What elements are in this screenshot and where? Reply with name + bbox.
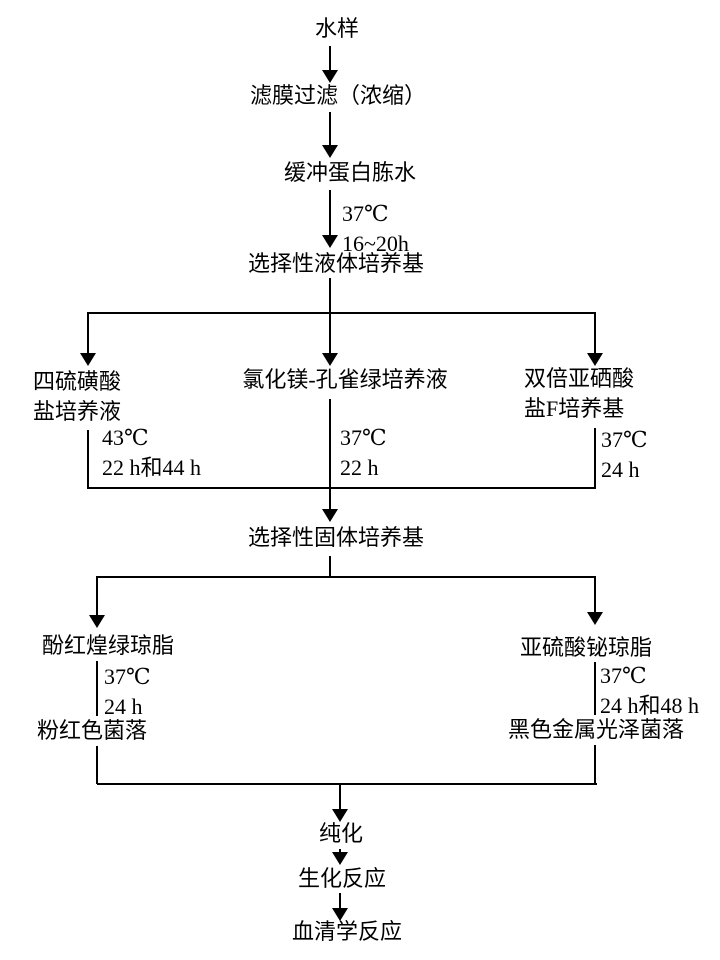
connector-line <box>97 576 596 578</box>
connector-line <box>87 312 89 353</box>
duration-label: 22 h和44 h <box>102 455 202 480</box>
connector-line <box>594 576 596 613</box>
tetrathionate-incubation-conditions: 43℃ 22 h和44 h <box>102 423 201 483</box>
node-membrane-filtration: 滤膜过滤（浓缩） <box>249 83 427 108</box>
arrow-down-icon <box>322 353 338 366</box>
node-serological-reaction: 血清学反应 <box>291 919 403 944</box>
connector-line <box>339 893 341 909</box>
bpw-incubation-conditions: 37℃ 16~20h <box>342 199 409 259</box>
connector-line <box>329 46 331 70</box>
connector-line <box>329 556 331 578</box>
connector-line <box>87 430 89 489</box>
bismuth-agar-incubation-conditions: 37℃ 24 h和48 h <box>600 661 699 721</box>
arrow-down-icon <box>80 353 96 366</box>
arrow-down-icon <box>332 809 348 822</box>
duration-label: 16~20h <box>342 231 409 256</box>
duration-label: 24 h <box>104 694 143 719</box>
arrow-down-icon <box>322 235 338 248</box>
arrow-down-icon <box>322 70 338 83</box>
temperature-label: 43℃ <box>102 425 149 450</box>
arrow-down-icon <box>332 908 348 921</box>
arrow-down-icon <box>322 509 338 522</box>
connector-line <box>97 783 597 785</box>
node-selenite-f-medium: 双倍亚硒酸 盐F培养基 <box>524 366 635 421</box>
node-water-sample: 水样 <box>314 16 360 41</box>
node-purification: 纯化 <box>318 821 364 846</box>
node-biochemical-reaction: 生化反应 <box>297 866 387 891</box>
node-buffered-peptone-water: 缓冲蛋白胨水 <box>283 160 417 185</box>
connector-line <box>594 428 596 489</box>
connector-line <box>329 399 331 489</box>
duration-label: 22 h <box>340 455 379 480</box>
connector-line <box>594 312 596 353</box>
node-black-metallic-colonies-result: 黑色金属光泽菌落 <box>506 715 687 745</box>
node-selective-liquid-medium: 选择性液体培养基 <box>247 251 425 276</box>
node-bismuth-sulfite-agar: 亚硫酸铋琼脂 <box>520 635 653 660</box>
temperature-label: 37℃ <box>340 425 387 450</box>
connector-line <box>329 489 331 510</box>
connector-line <box>96 576 98 616</box>
connector-line <box>329 278 331 314</box>
temperature-label: 37℃ <box>600 663 647 688</box>
arrow-down-icon <box>322 145 338 158</box>
connector-line <box>329 190 331 235</box>
connector-line <box>339 849 341 854</box>
connector-line <box>329 312 331 353</box>
node-mgcl-malachite-green-broth: 氯化镁-孔雀绿培养液 <box>242 367 448 392</box>
node-selective-solid-medium: 选择性固体培养基 <box>247 525 425 550</box>
connector-line <box>88 487 596 489</box>
selenite-incubation-conditions: 37℃ 24 h <box>601 425 648 485</box>
mgcl-incubation-conditions: 37℃ 22 h <box>340 423 387 483</box>
node-tetrathionate-broth: 四硫磺酸 盐培养液 <box>33 369 122 424</box>
duration-label: 24 h <box>601 457 640 482</box>
arrow-down-icon <box>587 612 603 625</box>
arrow-down-icon <box>89 615 105 628</box>
temperature-label: 37℃ <box>104 664 151 689</box>
arrow-down-icon <box>587 353 603 366</box>
phenol-agar-incubation-conditions: 37℃ 24 h <box>104 662 151 722</box>
arrow-down-icon <box>332 852 348 865</box>
temperature-label: 37℃ <box>601 427 648 452</box>
temperature-label: 37℃ <box>342 201 389 226</box>
node-pink-colonies-result: 粉红色菌落 <box>35 716 150 746</box>
connector-line <box>339 785 341 810</box>
connector-line <box>329 112 331 145</box>
duration-label: 24 h和48 h <box>600 693 700 718</box>
node-phenol-red-brilliant-green-agar: 酚红煌绿琼脂 <box>42 633 175 658</box>
connector-line <box>88 312 596 314</box>
